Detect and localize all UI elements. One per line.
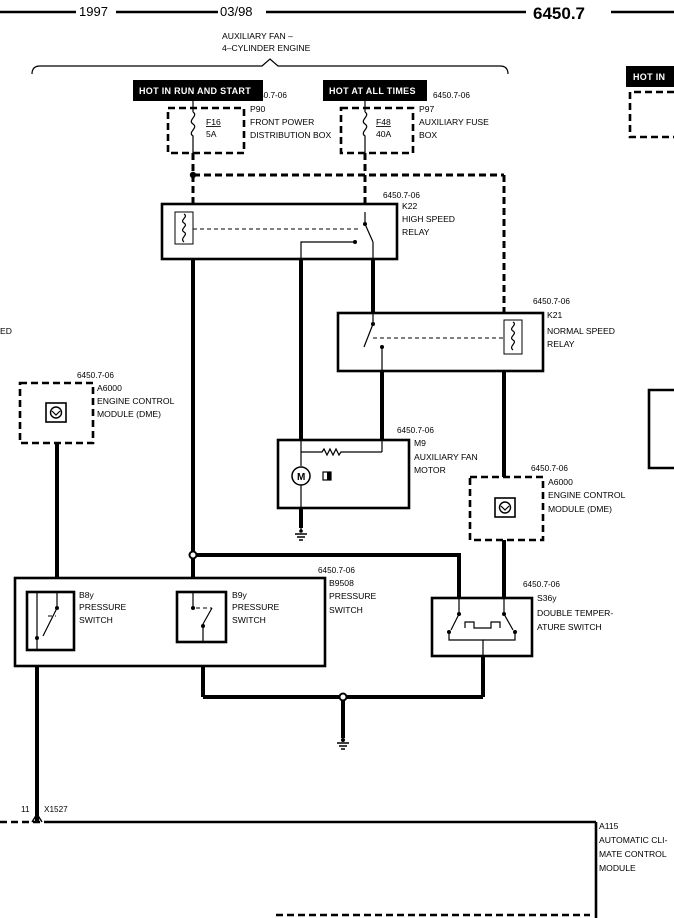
ground-symbol-m9	[295, 528, 307, 541]
fuse-f16-rating: 5A	[206, 129, 217, 139]
motor-m9: M	[276, 438, 411, 510]
b9y-name-2: SWITCH	[232, 615, 266, 625]
p90-ref: 6450.7-06	[250, 91, 287, 100]
badge-hot-at-all-times: HOT AT ALL TIMES	[323, 80, 427, 101]
badge-hot-in-partial: HOT IN	[626, 66, 674, 87]
k22-name-1: HIGH SPEED	[402, 214, 455, 224]
p97-code: P97	[419, 104, 435, 114]
fuse-box-p90: F16 5A	[166, 101, 246, 155]
page-header: 1997 03/98 6450.7	[0, 4, 674, 23]
connector-pin: 11	[21, 805, 30, 814]
ecu-icon	[498, 501, 512, 514]
partial-fuse-box-right	[628, 90, 674, 139]
title-line-1: AUXILIARY FAN –	[222, 31, 293, 41]
title-bracket	[31, 58, 509, 75]
ecu-icon	[49, 406, 63, 419]
fuse-box-p97: F48 40A	[339, 101, 415, 155]
b8y-name-1: PRESSURE	[79, 602, 127, 612]
header-date: 03/98	[220, 4, 253, 19]
pressure-switch-b9508	[13, 576, 327, 668]
a6000-right-code: A6000	[548, 477, 573, 487]
s36y-code: S36y	[537, 593, 557, 603]
a6000-left-code: A6000	[97, 383, 122, 393]
svg-text:HOT IN: HOT IN	[633, 72, 665, 82]
pressure-switch-b9y	[175, 590, 228, 644]
b8y-name-2: SWITCH	[79, 615, 113, 625]
k22-ref: 6450.7-06	[383, 191, 420, 200]
k21-code: K21	[547, 310, 563, 320]
page-number: 6450.7	[533, 4, 585, 23]
b9508-ref: 6450.7-06	[318, 566, 355, 575]
partial-module-box-right	[647, 388, 674, 470]
fuse-f48-label: F48	[376, 117, 391, 127]
a6000-right-ref: 6450.7-06	[531, 464, 568, 473]
dashed-supply-wires	[189, 153, 506, 315]
m9-ref: 6450.7-06	[397, 426, 434, 435]
fuse-f48-rating: 40A	[376, 129, 392, 139]
m9-name-1: AUXILIARY FAN	[414, 452, 478, 462]
a6000-right-name-1: ENGINE CONTROL	[548, 490, 626, 500]
a6000-left-name-2: MODULE (DME)	[97, 409, 161, 419]
a115-name-1: AUTOMATIC CLI-	[599, 835, 668, 845]
a115-name-2: MATE CONTROL	[599, 849, 667, 859]
connector-x1527: 11 X1527	[21, 805, 68, 823]
b9508-code: B9508	[329, 578, 354, 588]
b8y-code: B8y	[79, 590, 95, 600]
m9-code: M9	[414, 438, 426, 448]
p90-code: P90	[250, 104, 266, 114]
k21-ref: 6450.7-06	[533, 297, 570, 306]
module-a115	[0, 820, 598, 918]
k21-name-2: RELAY	[547, 339, 575, 349]
connector-code: X1527	[44, 805, 68, 814]
p90-name-2: DISTRIBUTION BOX	[250, 130, 331, 140]
a6000-right-name-2: MODULE (DME)	[548, 504, 612, 514]
b9508-name-1: PRESSURE	[329, 591, 377, 601]
ecu-a6000-right	[468, 475, 545, 542]
fuse-f16-label: F16	[206, 117, 221, 127]
k22-name-2: RELAY	[402, 227, 430, 237]
left-edge-fragment: ED	[0, 326, 12, 336]
b9508-name-2: SWITCH	[329, 605, 363, 615]
k22-code: K22	[402, 201, 418, 211]
k21-name-1: NORMAL SPEED	[547, 326, 615, 336]
p97-name-2: BOX	[419, 130, 437, 140]
svg-text:M: M	[297, 472, 305, 483]
s36y-name-2: ATURE SWITCH	[537, 622, 602, 632]
p90-name-1: FRONT POWER	[250, 117, 314, 127]
diagram-title: AUXILIARY FAN – 4–CYLINDER ENGINE	[31, 31, 509, 75]
temperature-switch-s36y	[430, 596, 534, 658]
a6000-left-ref: 6450.7-06	[77, 371, 114, 380]
relay-k21	[336, 311, 545, 373]
p97-name-1: AUXILIARY FUSE	[419, 117, 489, 127]
m9-name-2: MOTOR	[414, 465, 446, 475]
badge-hot-in-run-and-start: HOT IN RUN AND START	[133, 80, 263, 101]
b9y-code: B9y	[232, 590, 248, 600]
a115-name-3: MODULE	[599, 863, 636, 873]
a6000-left-name-1: ENGINE CONTROL	[97, 396, 175, 406]
p97-ref: 6450.7-06	[433, 91, 470, 100]
ecu-a6000-left	[18, 381, 95, 445]
relay-k22	[160, 202, 399, 261]
s36y-name-1: DOUBLE TEMPER-	[537, 608, 613, 618]
svg-text:HOT IN RUN AND START: HOT IN RUN AND START	[139, 86, 251, 96]
ground-symbol-switches	[337, 738, 349, 750]
a115-code: A115	[599, 821, 619, 831]
b9y-name-1: PRESSURE	[232, 602, 280, 612]
title-line-2: 4–CYLINDER ENGINE	[222, 43, 311, 53]
header-year: 1997	[79, 4, 108, 19]
s36y-ref: 6450.7-06	[523, 580, 560, 589]
svg-text:HOT AT ALL TIMES: HOT AT ALL TIMES	[329, 86, 416, 96]
